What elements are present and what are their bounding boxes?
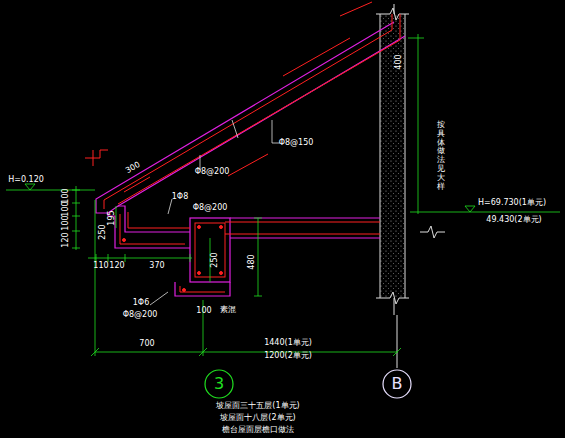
dimension: 400 bbox=[395, 54, 403, 69]
sloped-slab bbox=[96, 22, 405, 296]
caption-line: 坡屋面三十五层(1单元) bbox=[216, 402, 299, 410]
caption-line: 檐台屋面层檐口做法 bbox=[222, 426, 294, 434]
dimension: 100 bbox=[196, 307, 211, 315]
rebar-callout: Φ8@200 bbox=[193, 204, 228, 212]
level-mark: H=69.730(1单元) bbox=[478, 199, 546, 207]
bubble-label: 3 bbox=[204, 369, 234, 399]
dimension: 110 bbox=[93, 262, 108, 270]
dimension: 120 bbox=[62, 232, 70, 247]
concrete-wall bbox=[376, 4, 445, 368]
level-mark: H=0.120 bbox=[8, 176, 44, 184]
level-mark: 49.430(2单元) bbox=[486, 216, 541, 224]
dimension: 100 bbox=[62, 215, 70, 230]
rebar-callout: Φ8@200 bbox=[123, 311, 158, 319]
dimension: 480 bbox=[248, 254, 256, 269]
rebar-callout: Φ8@200 bbox=[195, 168, 230, 176]
detail-bubble: 3 bbox=[204, 369, 234, 399]
caption-line: 坡屋面十八层(2单元) bbox=[220, 414, 295, 422]
detail-bubble: B bbox=[382, 369, 412, 399]
rebar-callout: 1Φ6 bbox=[133, 299, 149, 307]
dimension-lines bbox=[6, 34, 560, 356]
dimension: 250 bbox=[99, 224, 107, 239]
dimension: 700 bbox=[139, 340, 154, 348]
roof-finish-marks bbox=[85, 2, 372, 192]
dimension: 370 bbox=[149, 262, 164, 270]
dimension: 100 bbox=[62, 201, 70, 216]
note: 按具体做法见大样 bbox=[437, 121, 445, 191]
rebar-callout: Φ8@150 bbox=[279, 139, 314, 147]
dimension: 195 bbox=[108, 210, 116, 225]
rebar-callout: 1Φ8 bbox=[172, 193, 188, 201]
dimension: 250 bbox=[211, 252, 219, 267]
material-note: 素混 bbox=[220, 306, 236, 314]
rebar bbox=[104, 14, 400, 292]
dimension: 120 bbox=[109, 262, 124, 270]
bubble-label: B bbox=[382, 369, 412, 399]
leader-lines bbox=[150, 120, 280, 305]
dimension: 1200(2单元) bbox=[264, 352, 312, 360]
dimension: 100 bbox=[62, 188, 70, 203]
dimension: 1440(1单元) bbox=[264, 339, 312, 347]
